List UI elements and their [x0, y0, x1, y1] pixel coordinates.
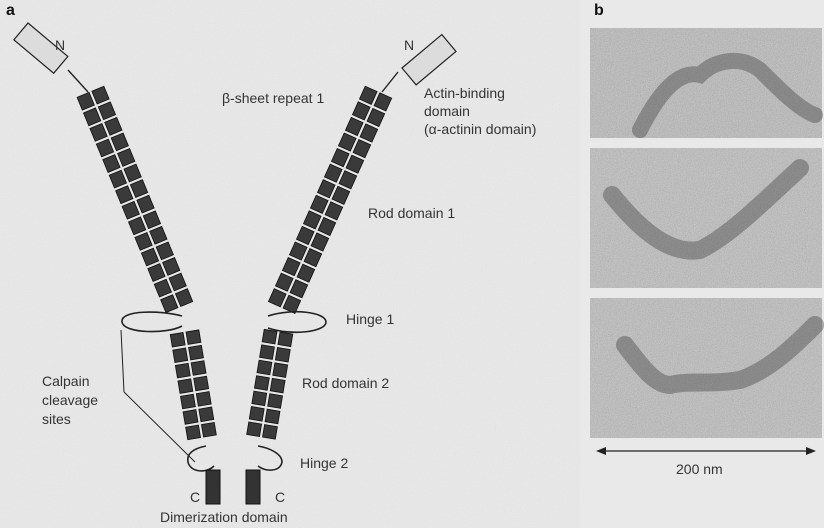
rod2-left-strand-a-subunit	[196, 392, 211, 407]
rod2-right-strand-a-subunit	[273, 363, 288, 378]
dimerization-domain-label: Dimerization domain	[160, 510, 288, 525]
calpain-label-line-2: cleavage	[42, 391, 98, 410]
actin-binding-label-line-2: domain	[424, 102, 536, 120]
rod2-right-strand-b-subunit	[247, 422, 262, 437]
rod2-right-strand-a-subunit	[265, 409, 280, 424]
dimerization-domain-left	[206, 470, 220, 504]
c-terminal-left-label: C	[190, 490, 200, 505]
rod2-left-strand-b-subunit	[173, 348, 188, 363]
rod2-right-strand-a-subunit	[268, 394, 283, 409]
rod2-right-strand-b-subunit	[262, 329, 277, 344]
rod2-left-strand-b-subunit	[186, 425, 201, 440]
n-terminal-right-label: N	[404, 38, 414, 53]
rod2-left-strand-b-subunit	[178, 379, 193, 394]
rod2-right-strand-b-subunit	[249, 407, 264, 422]
rod2-right-strand-b-subunit	[260, 345, 275, 360]
rod2-right-strand-b-subunit	[257, 360, 272, 375]
calpain-label-line-1: Calpain	[42, 372, 98, 391]
rod2-right-strand-a-subunit	[270, 378, 285, 393]
rod2-right-strand-a-subunit	[275, 347, 290, 362]
micrograph-1	[590, 28, 822, 138]
rod-domain-2-label: Rod domain 2	[302, 376, 389, 391]
actin-binding-label-line-3: (α-actinin domain)	[424, 120, 536, 138]
rod2-left-strand-b-subunit	[170, 332, 185, 347]
rod2-left-strand-a-subunit	[186, 330, 201, 345]
rod2-right-strand-a-subunit	[262, 425, 277, 440]
rod2-left-strand-b-subunit	[183, 410, 198, 425]
dimerization-domain-right	[246, 470, 260, 504]
rod2-left-strand-a-subunit	[189, 345, 204, 360]
panel-a-letter: a	[6, 2, 15, 20]
micrograph-2	[590, 148, 822, 288]
micrograph-3	[590, 298, 822, 438]
actin-binding-label-line-1: Actin-binding	[424, 84, 536, 102]
rod2-right-strand-a-subunit	[278, 332, 293, 347]
n-terminal-left-label: N	[55, 38, 65, 53]
actin-binding-label: Actin-binding domain (α-actinin domain)	[424, 84, 536, 138]
rod2-left-strand-a-subunit	[191, 361, 206, 376]
rod2-right-strand-b-subunit	[252, 391, 267, 406]
beta-sheet-repeat-label: β-sheet repeat 1	[222, 91, 324, 106]
c-terminal-right-label: C	[275, 490, 285, 505]
scale-bar-label: 200 nm	[676, 462, 723, 477]
panel-b-letter: b	[594, 2, 604, 20]
hinge-2-label: Hinge 2	[300, 456, 348, 471]
rod-domain-1-label: Rod domain 1	[368, 206, 455, 221]
calpain-label-line-3: sites	[42, 410, 98, 429]
rod2-left-strand-b-subunit	[175, 363, 190, 378]
calpain-cleavage-label: Calpain cleavage sites	[42, 372, 98, 429]
rod2-left-strand-a-subunit	[199, 407, 214, 422]
rod2-right-strand-b-subunit	[254, 376, 269, 391]
hinge-1-label: Hinge 1	[346, 312, 394, 327]
rod2-left-strand-b-subunit	[181, 394, 196, 409]
rod2-left-strand-a-subunit	[194, 376, 209, 391]
rod2-left-strand-a-subunit	[201, 422, 216, 437]
